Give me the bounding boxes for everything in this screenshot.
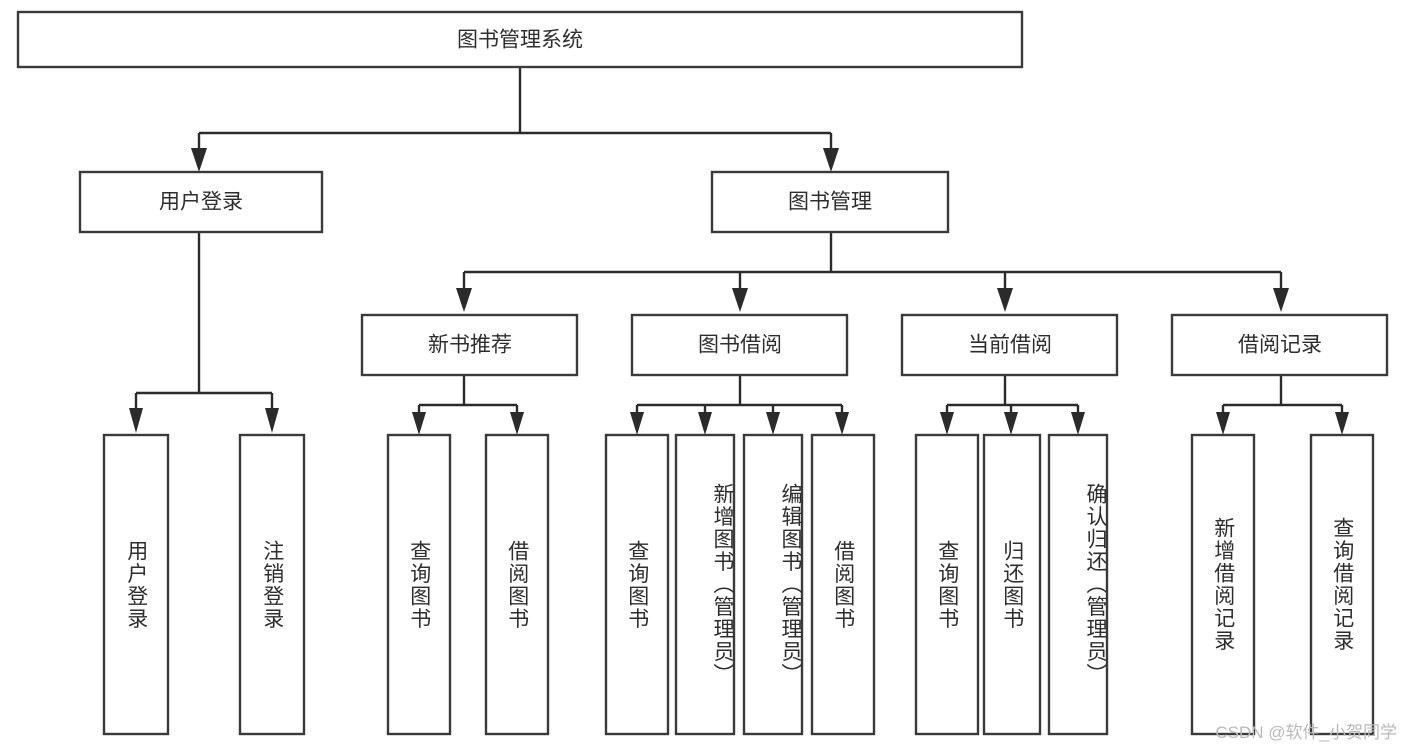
leaf-user-login-box[interactable] [102, 433, 170, 736]
connector-book-borrow-to-leaves [630, 375, 849, 435]
node-book-management[interactable]: 图书管理 [710, 170, 950, 234]
node-user-login-box[interactable] [78, 170, 324, 234]
node-root[interactable]: 图书管理系统 [16, 10, 1024, 69]
node-book-management-box[interactable] [710, 170, 950, 234]
arrow-to-leaf-borrow-book-2 [835, 412, 849, 435]
arrow-to-leaf-borrow-book-1 [510, 412, 524, 435]
leaf-boxes-current-borrow [914, 433, 1109, 736]
node-borrow-record-box[interactable] [1170, 313, 1389, 377]
leaf-confirm-return-box[interactable] [1047, 433, 1109, 736]
node-book-borrow-box[interactable] [630, 313, 849, 377]
leaf-query-book-3-box[interactable] [914, 433, 980, 736]
leaf-query-book-1-box[interactable] [386, 433, 452, 736]
leaf-query-record-box[interactable] [1309, 433, 1375, 736]
arrow-to-leaf-user-login [129, 408, 143, 433]
arrow-to-leaf-return-book [1004, 412, 1018, 435]
node-borrow-record[interactable]: 借阅记录 [1170, 313, 1389, 377]
leaf-borrow-book-2-box[interactable] [810, 433, 876, 736]
leaf-add-book-box[interactable] [674, 433, 736, 736]
node-root-label: 图书管理系统 [457, 29, 583, 52]
arrow-to-new-book-recommend [456, 288, 472, 312]
arrow-to-current-borrow [997, 288, 1013, 312]
node-new-book-recommend-box[interactable] [360, 313, 579, 377]
node-current-borrow[interactable]: 当前借阅 [900, 313, 1119, 377]
arrow-to-leaf-query-book-3 [940, 412, 954, 435]
leaf-borrow-book-1-box[interactable] [484, 433, 550, 736]
arrow-to-leaf-edit-book [766, 412, 780, 435]
connector-root-to-level2 [191, 67, 839, 172]
node-root-box[interactable] [16, 10, 1024, 69]
connector-user-login-to-leaves [129, 232, 279, 433]
node-current-borrow-box[interactable] [900, 313, 1119, 377]
arrow-to-leaf-confirm-return [1071, 412, 1085, 435]
leaf-edit-book-box[interactable] [742, 433, 804, 736]
arrow-to-borrow-record [1273, 288, 1289, 312]
leaf-query-book-2-box[interactable] [604, 433, 670, 736]
node-borrow-record-label: 借阅记录 [1238, 334, 1322, 357]
leaf-boxes-book-borrow [604, 433, 876, 736]
node-new-book-recommend[interactable]: 新书推荐 [360, 313, 579, 377]
leaf-boxes-borrow-record [1190, 433, 1375, 736]
node-user-login-label: 用户登录 [159, 191, 243, 214]
node-book-borrow[interactable]: 图书借阅 [630, 313, 849, 377]
arrow-to-book-management [823, 148, 839, 172]
connector-new-book-to-leaves [412, 375, 524, 435]
leaf-boxes-new-book-recommend [386, 433, 550, 736]
arrow-to-leaf-add-record [1216, 412, 1230, 435]
arrow-to-leaf-add-book [698, 412, 712, 435]
arrow-to-leaf-query-book-1 [412, 412, 426, 435]
arrow-to-leaf-query-book-2 [630, 412, 644, 435]
csdn-watermark: CSDN @软件_小贺同学 [1215, 723, 1397, 742]
leaf-boxes-user-login [102, 433, 306, 736]
arrow-to-user-login [191, 148, 207, 172]
node-new-book-recommend-label: 新书推荐 [428, 334, 512, 357]
node-book-borrow-label: 图书借阅 [698, 334, 782, 357]
connector-current-borrow-to-leaves [940, 375, 1085, 435]
node-user-login[interactable]: 用户登录 [78, 170, 324, 234]
arrow-to-leaf-query-record [1335, 412, 1349, 435]
leaf-return-book-box[interactable] [982, 433, 1042, 736]
leaf-add-record-box[interactable] [1190, 433, 1256, 736]
arrow-to-book-borrow [732, 288, 748, 312]
arrow-to-leaf-logout-login [265, 408, 279, 433]
leaf-logout-login-box[interactable] [238, 433, 306, 736]
connector-book-management-to-level3 [456, 232, 1289, 312]
node-book-management-label: 图书管理 [788, 191, 872, 214]
node-current-borrow-label: 当前借阅 [968, 334, 1052, 357]
connector-borrow-record-to-leaves [1216, 375, 1349, 435]
